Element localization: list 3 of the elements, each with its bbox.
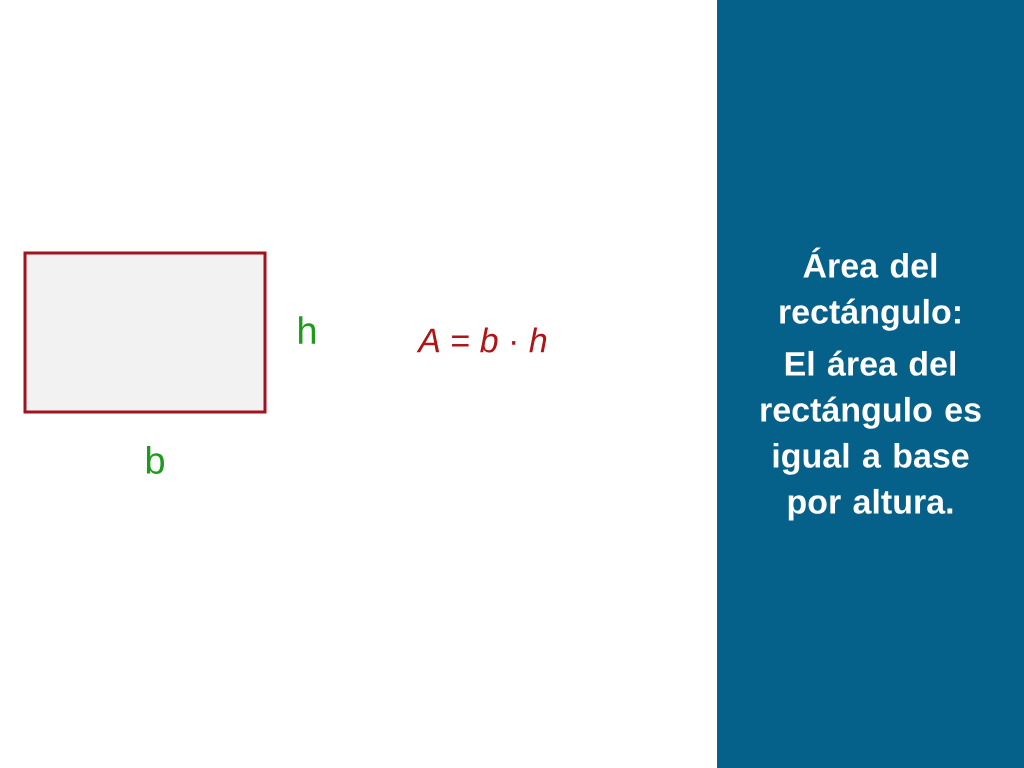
title-panel: Área del rectángulo: El área del rectángulo es igual a base por altura. bbox=[717, 0, 1024, 768]
rectangle-shape bbox=[23, 251, 267, 414]
area-formula: A = b · h bbox=[416, 327, 547, 353]
